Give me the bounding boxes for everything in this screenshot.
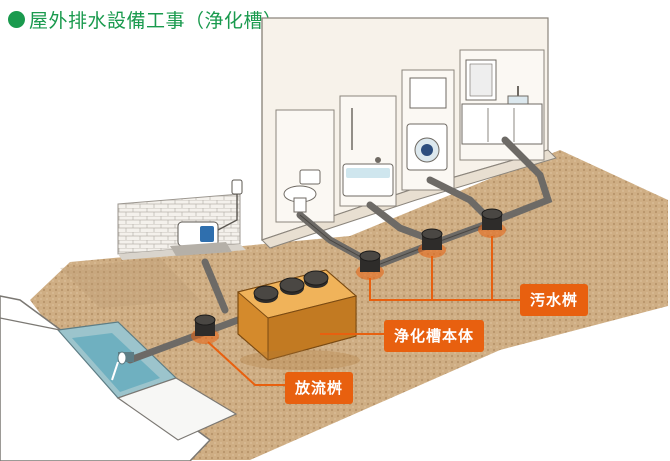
leader-lines bbox=[207, 236, 520, 386]
washing-machine-icon bbox=[406, 77, 448, 171]
diagram-title: 屋外排水設備工事（浄化槽） bbox=[8, 6, 283, 33]
curb-stone bbox=[116, 377, 238, 441]
blower-unit-icon bbox=[170, 179, 243, 256]
toilet-icon bbox=[283, 169, 321, 213]
septic-tank-icon bbox=[236, 269, 360, 370]
kitchen-sink-icon bbox=[461, 59, 543, 145]
wastewater-basin-2-icon bbox=[418, 228, 446, 258]
outfall-pipe-icon bbox=[111, 351, 134, 381]
label-discharge-basin: 放流桝 bbox=[285, 372, 354, 404]
wastewater-basin-1-icon bbox=[356, 250, 384, 280]
bathtub-icon bbox=[342, 108, 394, 197]
title-bullet-icon bbox=[8, 11, 25, 28]
title-text: 屋外排水設備工事（浄化槽） bbox=[29, 10, 283, 32]
gutter-water bbox=[72, 333, 160, 392]
label-wastewater-basin: 汚水桝 bbox=[520, 284, 589, 316]
ground-shadow bbox=[60, 258, 200, 308]
wastewater-basin-3-icon bbox=[478, 208, 506, 238]
discharge-basin-icon bbox=[191, 314, 219, 344]
label-septic-tank-body: 浄化槽本体 bbox=[384, 320, 485, 352]
